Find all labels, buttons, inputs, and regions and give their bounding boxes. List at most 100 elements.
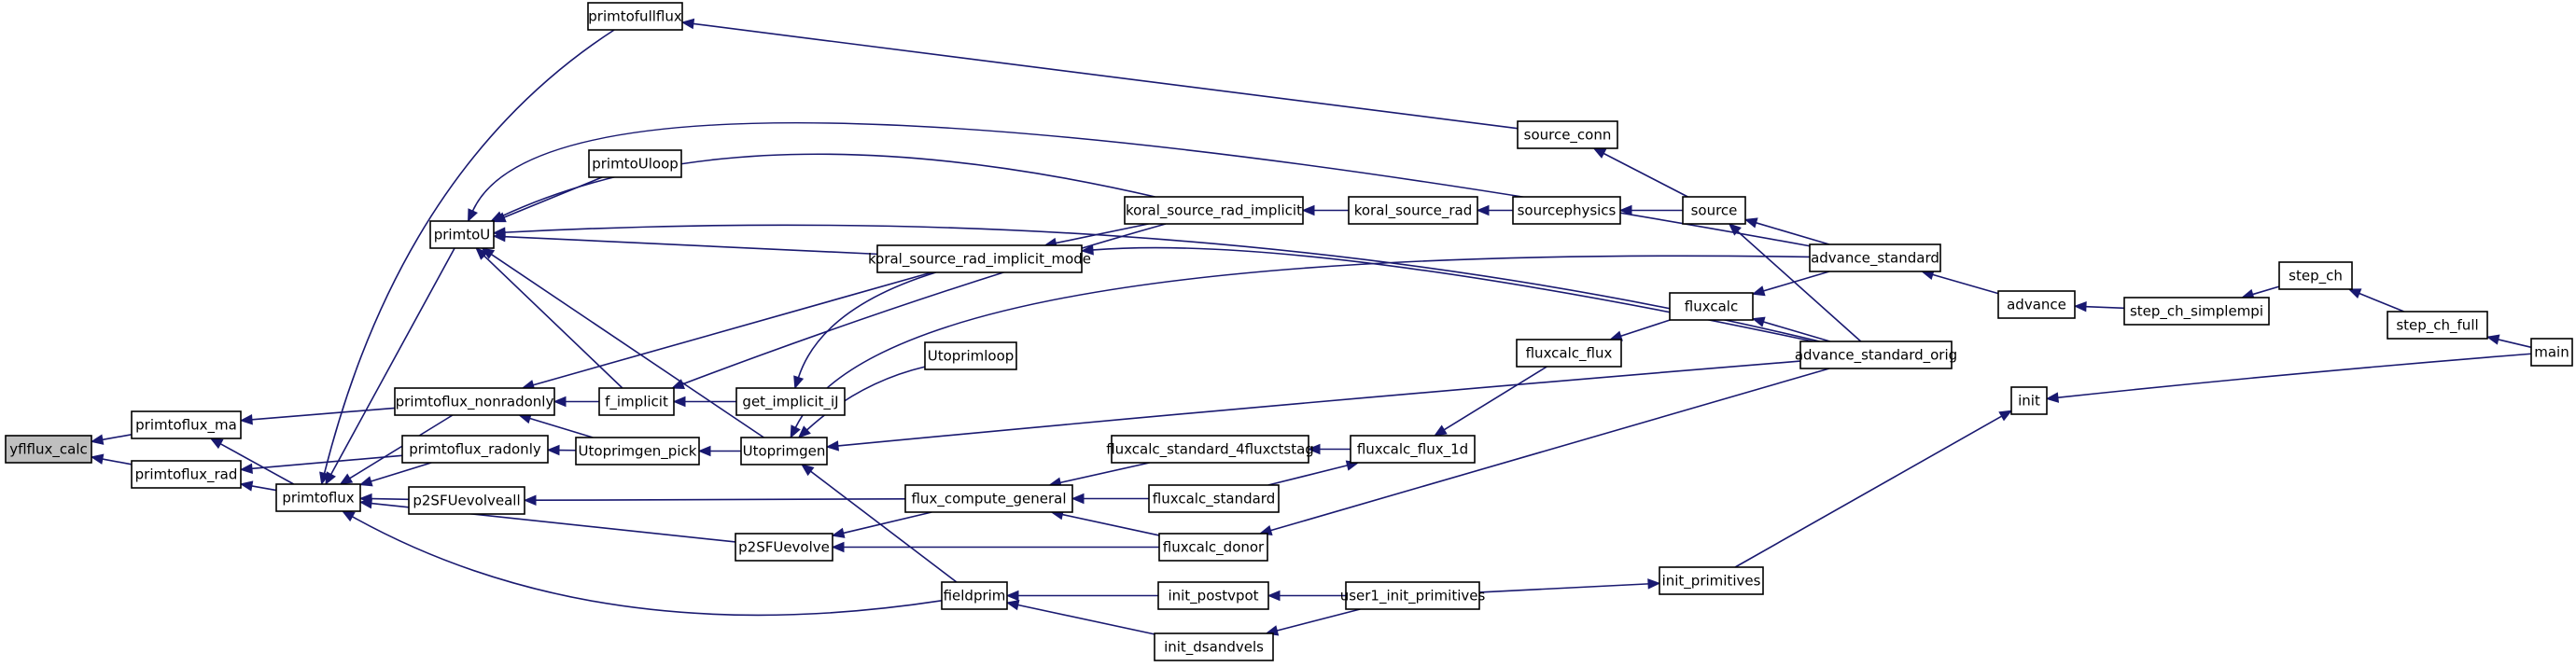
node-source[interactable]: source [1682, 196, 1746, 225]
node-primtoflux-ma[interactable]: primtoflux_ma [131, 410, 242, 439]
arrowhead [2347, 288, 2362, 299]
node-label: advance_standard [1811, 250, 1939, 268]
node-label: primtoflux_ma [135, 417, 237, 435]
arrowhead [358, 476, 373, 487]
node-label: primtoflux_rad [135, 466, 238, 484]
node-primtouloop[interactable]: primtoUloop [588, 149, 682, 178]
node-fluxcalc-standard[interactable]: fluxcalc_standard [1148, 484, 1280, 513]
call-edge [102, 434, 133, 441]
node-get-implicit-ij[interactable]: get_implicit_iJ [735, 387, 846, 416]
node-label: koral_source_rad_implicit [1126, 202, 1302, 220]
call-edge [2057, 353, 2532, 398]
node-box [587, 2, 683, 31]
node-primtoflux[interactable]: primtoflux [275, 483, 361, 512]
node-koral-source-rad-implicit[interactable]: koral_source_rad_implicit [1124, 196, 1304, 225]
call-edge [1017, 604, 1155, 635]
node-yflflux-calc[interactable]: yflflux_calc [5, 435, 92, 464]
node-box [429, 220, 495, 249]
node-primtou[interactable]: primtoU [429, 220, 495, 249]
node-koral-source-rad-implicit-mode[interactable]: koral_source_rad_implicit_mode [868, 244, 1091, 273]
call-edge [251, 407, 396, 421]
call-edge [806, 366, 926, 431]
node-fluxcalc[interactable]: fluxcalc [1669, 292, 1754, 321]
call-graph-edges [90, 18, 2532, 636]
node-box [1350, 435, 1476, 464]
arrowhead [1005, 600, 1020, 611]
node-p2sfuevolveall[interactable]: p2SFUevolveall [408, 486, 525, 515]
call-edge [471, 121, 1811, 247]
node-label: fluxcalc [1685, 299, 1738, 315]
arrowhead [239, 480, 254, 492]
node-box [1154, 632, 1274, 661]
arrowhead [546, 444, 560, 456]
node-advance-standard-orig[interactable]: advance_standard_orig [1795, 340, 1957, 369]
node-fluxcalc-flux-1d[interactable]: fluxcalc_flux_1d [1350, 435, 1476, 464]
call-edge [371, 462, 432, 482]
node-init-primitives[interactable]: init_primitives [1659, 566, 1764, 595]
node-utoprimgen-pick[interactable]: Utoprimgen_pick [575, 437, 700, 466]
node-primtoflux-radonly[interactable]: primtoflux_radonly [401, 435, 549, 464]
node-advance-standard[interactable]: advance_standard [1809, 243, 1941, 272]
call-edge [693, 22, 1519, 130]
node-koral-source-rad[interactable]: koral_source_rad [1348, 196, 1478, 225]
arrowhead [831, 527, 846, 538]
arrowhead [2045, 392, 2060, 403]
node-init-dsandvels[interactable]: init_dsandvels [1154, 632, 1274, 661]
node-fluxcalc-donor[interactable]: fluxcalc_donor [1158, 533, 1268, 562]
node-box [1158, 533, 1268, 562]
call-edge [1059, 462, 1150, 484]
node-user1-init-primitives[interactable]: user1_init_primitives [1340, 581, 1486, 610]
node-box [575, 437, 700, 466]
call-edge [2085, 305, 2125, 310]
node-init[interactable]: init [2010, 386, 2048, 415]
node-p2sfuevolve[interactable]: p2SFUevolve [735, 533, 833, 562]
arrowhead [672, 396, 686, 408]
arrowhead [239, 463, 253, 475]
call-edge [1478, 583, 1649, 593]
arrowhead [793, 375, 805, 390]
node-sourcephysics[interactable]: sourcephysics [1512, 196, 1621, 225]
node-flux-compute-general[interactable]: flux_compute_general [904, 484, 1073, 513]
node-fluxcalc-standard-4fluxctstag[interactable]: fluxcalc_standard_4fluxctstag [1106, 435, 1314, 464]
call-edge [533, 271, 932, 386]
node-utoprimgen[interactable]: Utoprimgen [740, 437, 828, 466]
node-label: init_primitives [1662, 573, 1761, 591]
node-box [131, 460, 242, 489]
node-box [275, 483, 361, 512]
arrowhead [90, 434, 105, 445]
node-main[interactable]: main [2530, 338, 2573, 367]
node-primtofullflux[interactable]: primtofullflux [587, 2, 683, 31]
node-f-implicit[interactable]: f_implicit [598, 387, 675, 416]
node-source-conn[interactable]: source_conn [1517, 120, 1618, 149]
node-init-postvpot[interactable]: init_postvpot [1157, 581, 1269, 610]
arrowhead [2485, 334, 2500, 345]
node-label: source [1691, 202, 1738, 219]
arrowhead [1267, 590, 1281, 602]
call-edge [483, 255, 623, 389]
node-box [1348, 196, 1478, 225]
call-edge [219, 443, 295, 485]
node-box [401, 435, 549, 464]
node-primtoflux-nonradonly[interactable]: primtoflux_nonradonly [394, 387, 555, 416]
node-label: yflflux_calc [9, 441, 88, 459]
call-edge [797, 271, 936, 378]
arrowhead [1751, 316, 1766, 327]
node-label: primtoflux_nonradonly [396, 394, 554, 411]
node-label: sourcephysics [1518, 202, 1617, 219]
arrowhead [801, 464, 815, 477]
node-utoprimloop[interactable]: Utoprimloop [924, 341, 1017, 370]
node-primtoflux-rad[interactable]: primtoflux_rad [131, 460, 242, 489]
node-box [2010, 386, 2048, 415]
node-step-ch-simplempi[interactable]: step_ch_simplempi [2123, 297, 2270, 326]
call-edge [1270, 368, 1830, 532]
node-label: koral_source_rad [1354, 202, 1473, 220]
node-step-ch[interactable]: step_ch [2278, 261, 2353, 290]
node-step-ch-full[interactable]: step_ch_full [2387, 311, 2488, 340]
arrowhead [475, 247, 489, 260]
node-label: flux_compute_general [911, 491, 1066, 508]
node-advance[interactable]: advance [1997, 290, 2076, 319]
arrowhead [1080, 244, 1094, 256]
node-fieldprim[interactable]: fieldprim [941, 581, 1008, 610]
arrowhead [797, 425, 811, 438]
node-fluxcalc-flux[interactable]: fluxcalc_flux [1516, 339, 1622, 368]
